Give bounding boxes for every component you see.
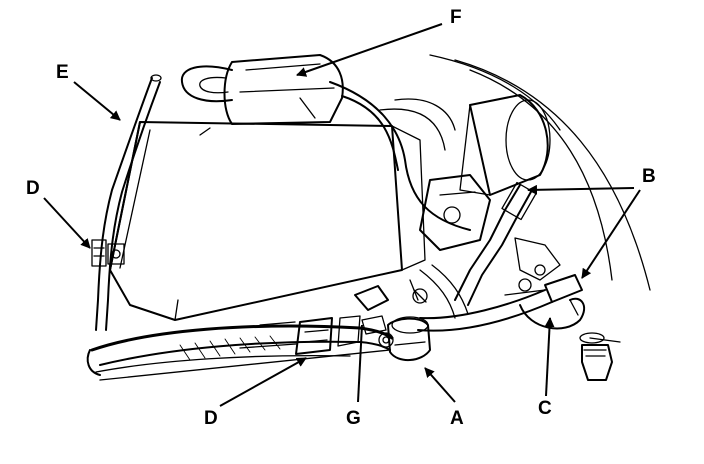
callout-c: C <box>538 398 552 419</box>
leader-g <box>357 324 363 403</box>
engine-artwork <box>86 54 651 381</box>
callout-d-lower: D <box>204 408 218 429</box>
callout-labels: F E D B C A G D <box>26 7 656 429</box>
leader-f <box>296 23 443 77</box>
callout-a: A <box>450 408 464 429</box>
leader-e <box>73 81 121 121</box>
callout-d-upper: D <box>26 178 40 199</box>
leader-d-lower <box>219 357 307 407</box>
callout-e: E <box>56 62 69 83</box>
leader-d-upper <box>43 197 91 249</box>
callout-g: G <box>346 408 361 429</box>
leader-c <box>544 317 555 397</box>
leader-a <box>424 367 456 403</box>
leader-lines <box>43 23 641 407</box>
leader-b-lower <box>581 189 641 279</box>
callout-b: B <box>642 166 656 187</box>
callout-f: F <box>450 7 462 28</box>
leader-b-upper <box>527 184 635 195</box>
